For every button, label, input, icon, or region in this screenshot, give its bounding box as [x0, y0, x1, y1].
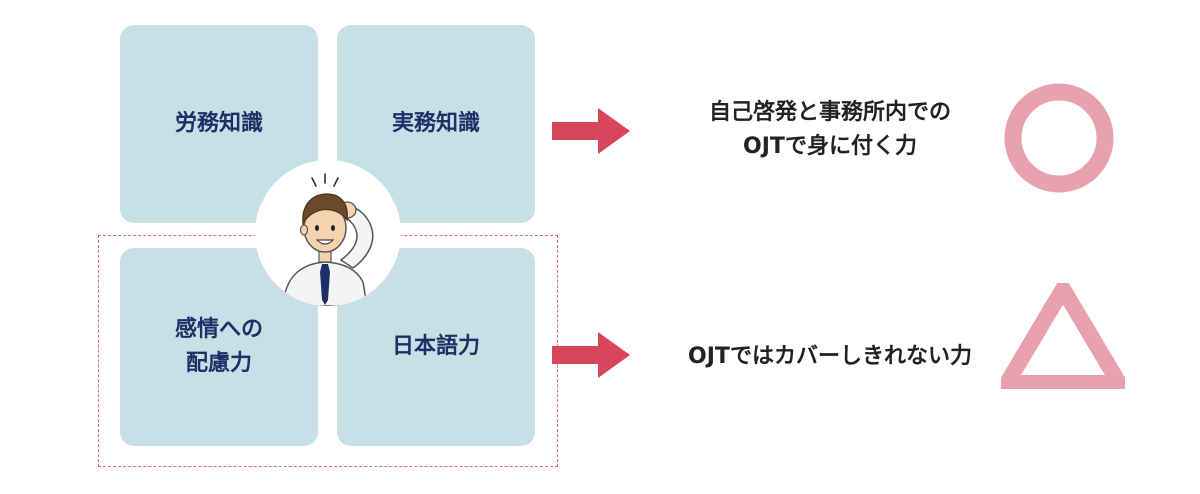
label-ojt-skills-line2: OJTで身に付く力 [743, 134, 917, 159]
tile-japanese-ability: 日本語力 [337, 248, 535, 446]
label-ojt-skills: 自己啓発と事務所内での OJTで身に付く力 [640, 96, 1020, 164]
arrow-right-icon [552, 108, 630, 154]
tile-emotional-consideration-line2: 配慮力 [185, 351, 252, 376]
triangle-symbol-icon [1001, 283, 1125, 389]
tile-practical-knowledge: 実務知識 [337, 25, 535, 223]
arrow-right-icon [552, 332, 630, 378]
tile-japanese-ability-label: 日本語力 [391, 334, 480, 359]
worker-icon [282, 173, 374, 306]
tile-labor-knowledge-label: 労務知識 [174, 111, 263, 136]
label-non-ojt-skills: OJTではカバーしきれない力 [688, 344, 972, 369]
tile-practical-knowledge-label: 実務知識 [391, 111, 480, 136]
circle-symbol-icon [1004, 83, 1114, 193]
label-ojt-skills-line1: 自己啓発と事務所内での [708, 100, 951, 125]
worker-illustration [255, 160, 401, 306]
tile-emotional-consideration-line1: 感情への [174, 317, 263, 342]
